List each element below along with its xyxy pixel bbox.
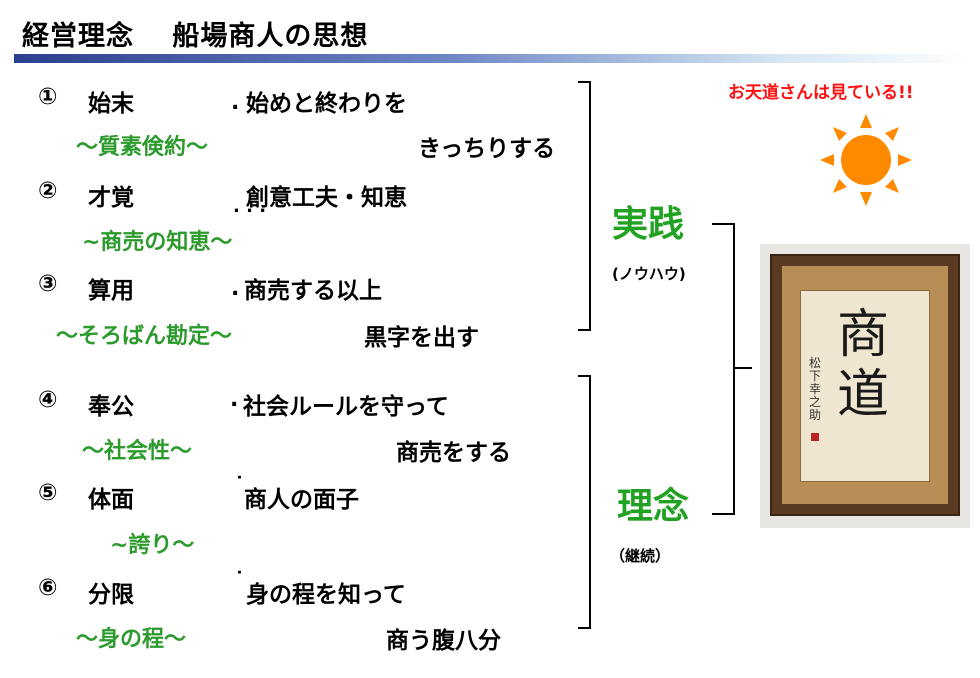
item-4-desc2: 商売をする xyxy=(396,440,511,466)
item-6-sub: ～身の程～ xyxy=(76,627,187,652)
philosophy-sublabel: （継続） xyxy=(610,547,671,565)
item-6-name: 分限 xyxy=(88,582,134,608)
item-2-name: 才覚 xyxy=(88,185,134,211)
item-3-desc: 商売する以上 xyxy=(244,278,382,304)
item-5-name: 体面 xyxy=(88,487,134,513)
philosophy-label: 理念 xyxy=(617,486,690,527)
item-1-sub: ～質素倹約～ xyxy=(76,135,209,160)
item-2-sub: ~商売の知恵～ xyxy=(82,230,233,255)
item-4-dots: . xyxy=(230,387,239,412)
item-4-name: 奉公 xyxy=(88,394,134,420)
item-2-desc: 創意工夫・知恵 xyxy=(246,185,407,211)
item-6-number: ⑥ xyxy=(38,575,58,601)
practice-sublabel: (ノウハウ) xyxy=(612,265,686,283)
calligraphy-paper: 商道 松下幸之助 xyxy=(800,290,930,482)
calligraphy-signature: 松下幸之助 xyxy=(809,356,822,422)
title-underline xyxy=(14,54,970,63)
item-1-dots: . xyxy=(231,90,240,115)
item-3-number: ③ xyxy=(38,271,58,297)
item-6-dots: ˙ xyxy=(234,569,245,594)
item-4-number: ④ xyxy=(38,387,58,413)
item-1-desc: 始めと終わりを xyxy=(246,91,407,117)
watching-note: お天道さんは見ている!! xyxy=(728,83,914,103)
item-5-dots: ˙ xyxy=(234,474,245,499)
item-3-dots: . xyxy=(231,276,240,301)
item-3-sub: ～そろばん勘定～ xyxy=(56,324,233,349)
item-1-number: ① xyxy=(38,84,58,110)
item-5-sub: ~誇り～ xyxy=(110,533,195,558)
frame-mat: 商道 松下幸之助 xyxy=(782,266,948,504)
frame-outer: 商道 松下幸之助 xyxy=(770,254,960,516)
item-6-desc: 身の程を知って xyxy=(246,582,406,608)
page-title: 経営理念 船場商人の思想 xyxy=(22,21,369,52)
item-2-number: ② xyxy=(38,178,58,204)
item-5-number: ⑤ xyxy=(38,480,58,506)
calligraphy-text: 商道 xyxy=(836,305,889,425)
practice-label: 実践 xyxy=(612,204,685,245)
item-3-desc2: 黒字を出す xyxy=(364,325,479,351)
item-4-desc: 社会ルールを守って xyxy=(243,394,449,420)
item-3-name: 算用 xyxy=(88,278,134,304)
item-6-desc2: 商う腹八分 xyxy=(386,628,501,654)
item-5-desc: 商人の面子 xyxy=(244,487,359,513)
sun-icon xyxy=(820,114,912,206)
item-1-name: 始末 xyxy=(88,91,134,117)
framed-calligraphy-image: 商道 松下幸之助 xyxy=(760,244,970,528)
seal-stamp xyxy=(811,433,819,441)
item-4-sub: ～社会性～ xyxy=(82,439,193,464)
item-2-dots: . . . xyxy=(233,196,267,217)
item-1-desc2: きっちりする xyxy=(418,136,556,162)
